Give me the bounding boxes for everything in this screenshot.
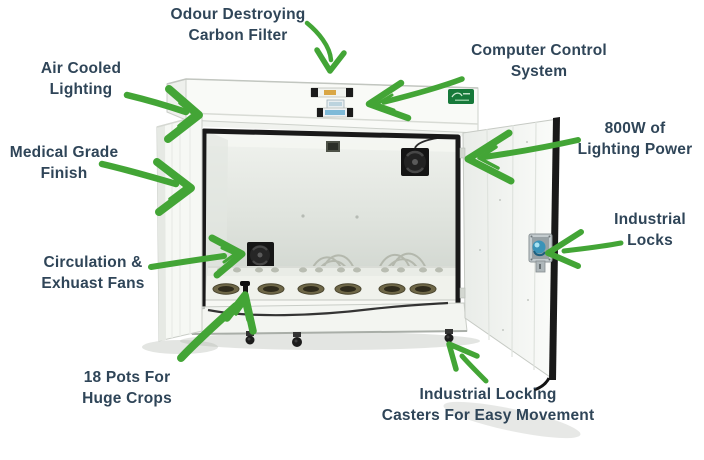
- circulation-fans-arrow: [148, 234, 246, 279]
- circulation-fan: [247, 242, 274, 269]
- power-cable: [207, 301, 449, 317]
- label-line: 18 Pots For: [83, 369, 171, 386]
- computer-control-panel: [310, 87, 354, 118]
- opening-frame: [186, 120, 478, 137]
- lighting-power-arrow: [464, 129, 581, 185]
- air-cooled-lighting-arrow: [123, 85, 203, 143]
- label-lighting-power: 800W of Lighting Power: [578, 118, 693, 160]
- label-line: Exhuast Fans: [41, 275, 145, 292]
- label-locking-casters: Industrial Locking Casters For Easy Move…: [382, 384, 595, 426]
- carbon-filter-arrow: [304, 20, 347, 74]
- floor-shadows: [142, 332, 581, 439]
- annotation-arrows: [98, 20, 624, 384]
- label-pots: 18 Pots For Huge Crops: [82, 367, 172, 409]
- label-line: 800W of: [604, 120, 666, 137]
- label-line: Industrial Locking: [419, 386, 557, 403]
- label-line: Industrial: [614, 211, 686, 228]
- label-line: System: [510, 63, 568, 80]
- industrial-locks-arrow: [545, 229, 624, 269]
- cabinet-interior: [202, 130, 459, 319]
- rail-fittings: [217, 267, 443, 273]
- label-industrial-locks: Industrial Locks: [614, 209, 686, 251]
- ceiling-vent: [326, 141, 340, 152]
- computer-control-arrow: [365, 76, 465, 122]
- label-line: Lighting Power: [577, 141, 693, 158]
- cabinet-base: [191, 301, 468, 347]
- left-door: [156, 114, 203, 342]
- caster-wheels: [245, 329, 454, 347]
- label-air-cooled-lighting: Air Cooled Lighting: [41, 58, 121, 100]
- label-computer-control: Computer Control System: [471, 40, 607, 82]
- label-line: Lighting: [49, 81, 113, 98]
- label-line: Air Cooled: [40, 60, 122, 77]
- casters-arrow: [446, 341, 489, 384]
- label-line: Carbon Filter: [188, 27, 288, 44]
- medical-grade-arrow: [98, 158, 195, 216]
- door-hinge: [459, 287, 466, 299]
- label-line: Locks: [627, 232, 673, 249]
- label-circulation-fans: Circulation & Exhuast Fans: [41, 252, 144, 294]
- plant-pots: [212, 283, 437, 295]
- label-line: Medical Grade: [9, 144, 119, 161]
- label-line: Circulation &: [43, 254, 143, 271]
- label-line: Finish: [40, 165, 88, 182]
- label-line: Casters For Easy Movement: [381, 407, 595, 424]
- label-carbon-filter: Odour Destroying Carbon Filter: [171, 4, 306, 46]
- brand-logo: [448, 89, 474, 104]
- label-medical-grade-finish: Medical Grade Finish: [10, 142, 119, 184]
- exhaust-fan: [401, 136, 453, 176]
- label-line: Odour Destroying: [170, 6, 306, 23]
- pots-arrow: [177, 291, 257, 362]
- label-line: Computer Control: [471, 42, 607, 59]
- door-hinge: [459, 147, 466, 159]
- label-line: Huge Crops: [82, 390, 172, 407]
